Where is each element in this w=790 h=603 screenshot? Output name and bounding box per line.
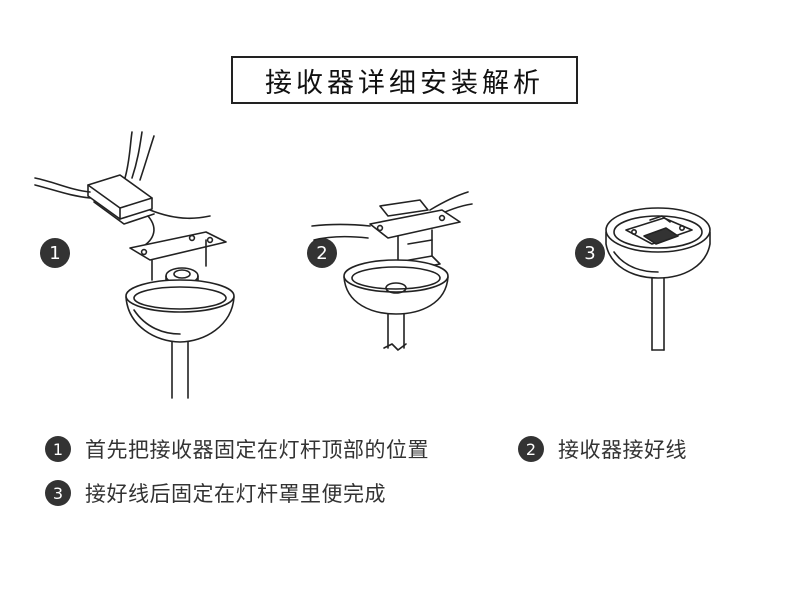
page-title: 接收器详细安装解析: [231, 56, 578, 104]
illustration-step-2: [311, 191, 473, 351]
step-badge-2: 2: [307, 238, 337, 268]
step-text-2: 接收器接好线: [558, 438, 687, 462]
step-line-2: 2 接收器接好线: [518, 434, 687, 464]
step-line-3: 3 接好线后固定在灯杆罩里便完成: [45, 478, 386, 508]
step-number-2: 2: [518, 436, 544, 462]
step-number-1: 1: [45, 436, 71, 462]
step-text-1: 首先把接收器固定在灯杆顶部的位置: [85, 438, 429, 462]
step-line-1: 1 首先把接收器固定在灯杆顶部的位置: [45, 434, 429, 464]
illustration-step-1: [34, 131, 235, 399]
step-badge-3: 3: [575, 238, 605, 268]
step-badge-1: 1: [40, 238, 70, 268]
illustration-step-3: [605, 207, 711, 351]
step-text-3: 接好线后固定在灯杆罩里便完成: [85, 482, 386, 506]
step-number-3: 3: [45, 480, 71, 506]
